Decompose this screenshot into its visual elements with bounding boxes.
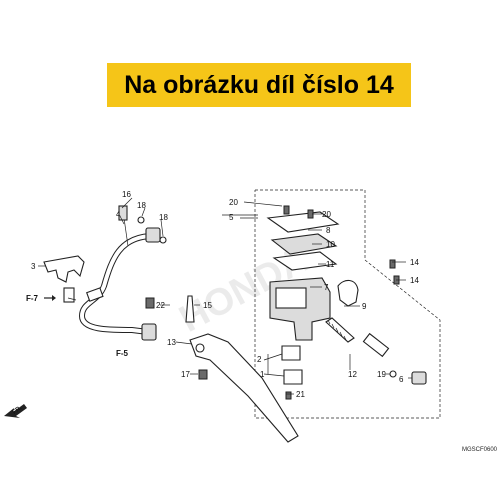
label-17: 17 <box>181 370 190 379</box>
label-2: 2 <box>257 355 262 364</box>
diaphragm-11 <box>272 251 338 271</box>
ref-f7: F-7 <box>26 294 39 303</box>
diagram-code: MGSCF0600 <box>462 447 498 453</box>
label-21: 21 <box>296 390 305 399</box>
washer-18a <box>137 216 145 224</box>
banjo-bolt-16 <box>118 205 128 221</box>
bolt-22 <box>145 297 155 309</box>
switch-2 <box>281 345 301 361</box>
clip-left <box>63 287 75 303</box>
part-labels: 16 18 18 4 3 5 20 20 8 10 11 7 9 14 14 2… <box>31 190 419 399</box>
holder-clamp-9 <box>337 279 359 307</box>
label-5: 5 <box>229 213 234 222</box>
label-14a: 14 <box>410 258 419 267</box>
label-20b: 20 <box>322 210 331 219</box>
assembly-boundary <box>254 189 441 419</box>
label-9: 9 <box>362 302 367 311</box>
label-20a: 20 <box>229 198 238 207</box>
label-15: 15 <box>203 301 212 310</box>
label-10: 10 <box>326 240 335 249</box>
front-arrow: FR. <box>4 404 27 418</box>
label-1: 1 <box>260 370 265 379</box>
brake-lever-13 <box>189 333 299 443</box>
label-13: 13 <box>167 338 176 347</box>
switch-1 <box>283 369 303 385</box>
hose-clamp <box>86 287 104 302</box>
bolt-17 <box>198 369 208 380</box>
bolt-14a <box>389 259 396 269</box>
label-7: 7 <box>324 283 329 292</box>
nut-19 <box>389 370 397 378</box>
washer-18b <box>159 236 167 244</box>
label-18a: 18 <box>137 201 146 210</box>
reservoir-cap-8 <box>266 211 340 233</box>
label-11: 11 <box>326 260 335 269</box>
hose-fitting-lower <box>141 323 157 341</box>
ref-f5: F-5 <box>116 349 129 358</box>
piston-spring-12 <box>325 317 390 358</box>
label-8: 8 <box>326 226 331 235</box>
screw-21 <box>285 391 292 400</box>
leader-lines <box>38 197 412 395</box>
label-19: 19 <box>377 370 386 379</box>
label-3: 3 <box>31 262 36 271</box>
label-14b: 14 <box>410 276 419 285</box>
label-12: 12 <box>348 370 357 379</box>
boot-6 <box>411 371 427 385</box>
screw-20a <box>283 205 290 215</box>
label-16: 16 <box>122 190 131 199</box>
label-18b: 18 <box>159 213 168 222</box>
hose-fitting-upper <box>145 227 161 243</box>
switch-15 <box>185 295 195 323</box>
label-4: 4 <box>116 210 121 219</box>
plate-10 <box>270 233 338 255</box>
front-arrow-label: FR. <box>12 405 24 416</box>
bracket-part-3 <box>43 255 85 283</box>
label-6: 6 <box>399 375 404 384</box>
label-22: 22 <box>156 301 165 310</box>
cylinder-window <box>275 287 307 309</box>
part-number-banner: Na obrázku díl číslo 14 <box>107 63 411 107</box>
